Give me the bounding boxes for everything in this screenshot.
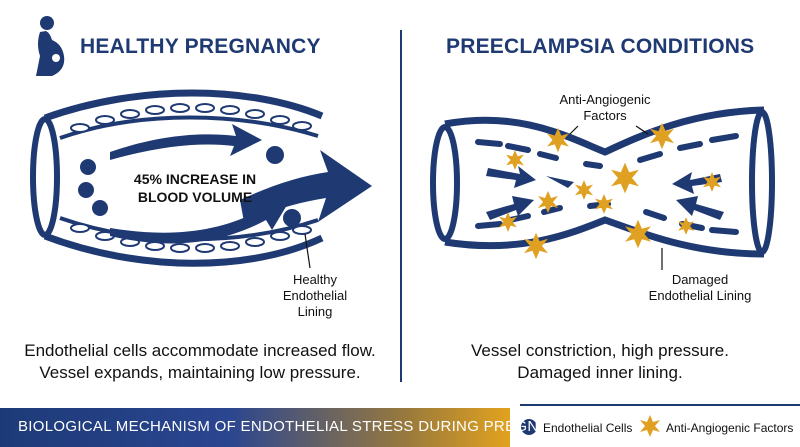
healthy-caption-line2: Vessel expands, maintaining low pressure… [39, 363, 361, 382]
healthy-caption-line1: Endothelial cells accommodate increased … [24, 341, 376, 360]
constricted-vessel [304, 106, 775, 270]
damaged-lining-line2: Endothelial Lining [648, 288, 752, 303]
anti-angiogenic-line2: Factors [583, 108, 627, 123]
pregnant-woman-icon [36, 16, 65, 76]
footer-banner-text: BIOLOGICAL MECHANISM OF ENDOTHELIAL STRE… [18, 418, 582, 435]
blood-volume-line2: BLOOD VOLUME [137, 189, 253, 205]
endothelial-cell-legend-icon [521, 419, 537, 435]
healthy-title: HEALTHY PREGNANCY [80, 35, 321, 58]
anti-angiogenic-line1: Anti-Angiogenic [559, 92, 651, 107]
footer-banner [0, 408, 510, 447]
legend-endothelial-cells: Endothelial Cells [543, 421, 633, 435]
preeclampsia-caption-line1: Vessel constriction, high pressure. [471, 341, 729, 360]
healthy-lining-label: Healthy Endothelial Lining [270, 272, 360, 320]
healthy-caption: Endothelial cells accommodate increased … [10, 340, 390, 384]
anti-angiogenic-legend-icon [640, 415, 660, 437]
healthy-vessel [30, 89, 372, 267]
anti-angiogenic-label: Anti-Angiogenic Factors [545, 92, 665, 124]
preeclampsia-caption-line2: Damaged inner lining. [517, 363, 683, 382]
damaged-lining-line1: Damaged [671, 272, 729, 287]
healthy-lining-line1: Healthy [292, 272, 338, 287]
legend-divider [520, 404, 800, 406]
blood-volume-label: 45% INCREASE IN BLOOD VOLUME [120, 170, 270, 206]
legend-anti-angiogenic: Anti-Angiogenic Factors [666, 421, 794, 435]
panel-divider [400, 30, 402, 382]
preeclampsia-caption: Vessel constriction, high pressure. Dama… [410, 340, 790, 384]
healthy-lining-line2: Endothelial [282, 288, 348, 303]
preeclampsia-title: PREECLAMPSIA CONDITIONS [446, 35, 755, 58]
blood-volume-line1: 45% INCREASE IN [133, 171, 257, 187]
damaged-lining-label: Damaged Endothelial Lining [630, 272, 770, 304]
healthy-lining-line3: Lining [297, 304, 333, 319]
